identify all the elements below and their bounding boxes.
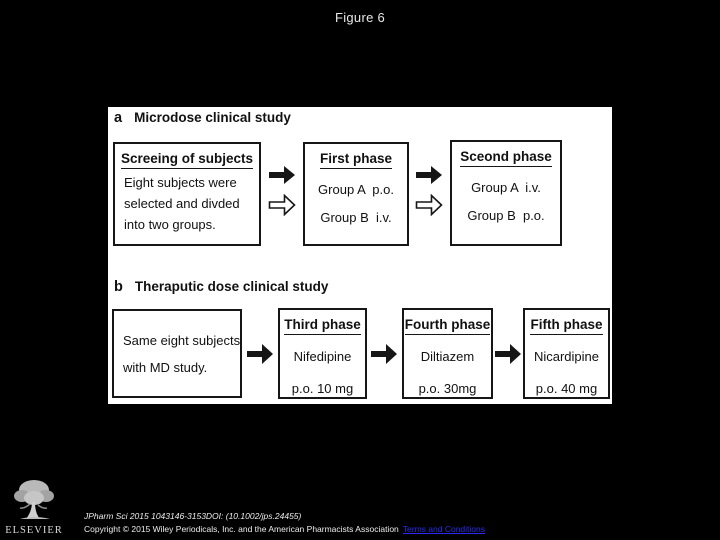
- arrow-right-hollow-icon: [268, 193, 296, 217]
- subjects-box: Same eight subjects with MD study.: [112, 309, 242, 398]
- first-phase-title: First phase: [319, 151, 393, 169]
- arrow-right-solid-icon: [246, 343, 274, 365]
- text-line: Eight subjects were: [124, 175, 237, 190]
- fourth-phase-title: Fourth phase: [404, 317, 491, 335]
- panel-b-letter: b: [114, 279, 123, 295]
- dose: p.o. 30mg: [418, 381, 477, 396]
- dose: p.o. 40 mg: [535, 381, 598, 396]
- citation-text: JPharm Sci 2015 1043146-3153DOI: (10.100…: [84, 511, 302, 521]
- figure-title: Figure 6: [334, 10, 386, 25]
- group-row: Group B i.v.: [320, 210, 392, 225]
- group-row: Group A p.o.: [318, 182, 394, 197]
- arrow-right-solid-icon: [370, 343, 398, 365]
- second-phase-title: Sceond phase: [460, 149, 552, 167]
- subjects-box-text: Same eight subjects with MD study.: [114, 327, 240, 381]
- third-phase-box: Third phase Nifedipine p.o. 10 mg: [278, 308, 367, 399]
- panel-a-label: a Microdose clinical study: [114, 110, 291, 126]
- fifth-phase-box: Fifth phase Nicardipine p.o. 40 mg: [523, 308, 610, 399]
- screening-box-text: Eight subjects were selected and divded …: [115, 172, 240, 235]
- panel-a-letter: a: [114, 110, 123, 126]
- group-row: Group B p.o.: [467, 208, 545, 223]
- text-line: selected and divded: [124, 196, 240, 211]
- text-line: into two groups.: [124, 217, 216, 232]
- fifth-phase-title: Fifth phase: [530, 317, 603, 335]
- elsevier-logo: ELSEVIER: [4, 478, 64, 538]
- arrow-right-solid-icon: [494, 343, 522, 365]
- elsevier-tree-icon: [10, 478, 58, 524]
- panel-b-label: b Theraputic dose clinical study: [114, 279, 328, 295]
- copyright-line: Copyright © 2015 Wiley Periodicals, Inc.…: [84, 524, 485, 534]
- panel-a-title: Microdose clinical study: [134, 110, 291, 125]
- figure-image: a Microdose clinical study Screeing of s…: [108, 107, 612, 404]
- third-phase-title: Third phase: [284, 317, 361, 335]
- copyright-text: Copyright © 2015 Wiley Periodicals, Inc.…: [84, 524, 399, 534]
- arrow-right-solid-icon: [268, 165, 296, 185]
- drug-name: Nifedipine: [293, 349, 352, 364]
- fourth-phase-box: Fourth phase Diltiazem p.o. 30mg: [402, 308, 493, 399]
- drug-name: Nicardipine: [533, 349, 600, 364]
- drug-name: Diltiazem: [420, 349, 475, 364]
- arrow-right-hollow-icon: [415, 193, 443, 217]
- text-line: with MD study.: [123, 359, 208, 375]
- panel-b-title: Theraputic dose clinical study: [134, 279, 329, 294]
- arrow-right-solid-icon: [415, 165, 443, 185]
- screening-box-title: Screeing of subjects: [120, 151, 254, 169]
- second-phase-box: Sceond phase Group A i.v. Group B p.o.: [450, 140, 562, 246]
- screening-box: Screeing of subjects Eight subjects were…: [113, 142, 261, 246]
- group-row: Group A i.v.: [471, 180, 541, 195]
- text-line: Same eight subjects: [123, 332, 241, 348]
- elsevier-logo-text: ELSEVIER: [5, 525, 63, 536]
- dose: p.o. 10 mg: [291, 381, 354, 396]
- first-phase-box: First phase Group A p.o. Group B i.v.: [303, 142, 409, 246]
- terms-and-conditions-link[interactable]: Terms and Conditions: [402, 524, 485, 534]
